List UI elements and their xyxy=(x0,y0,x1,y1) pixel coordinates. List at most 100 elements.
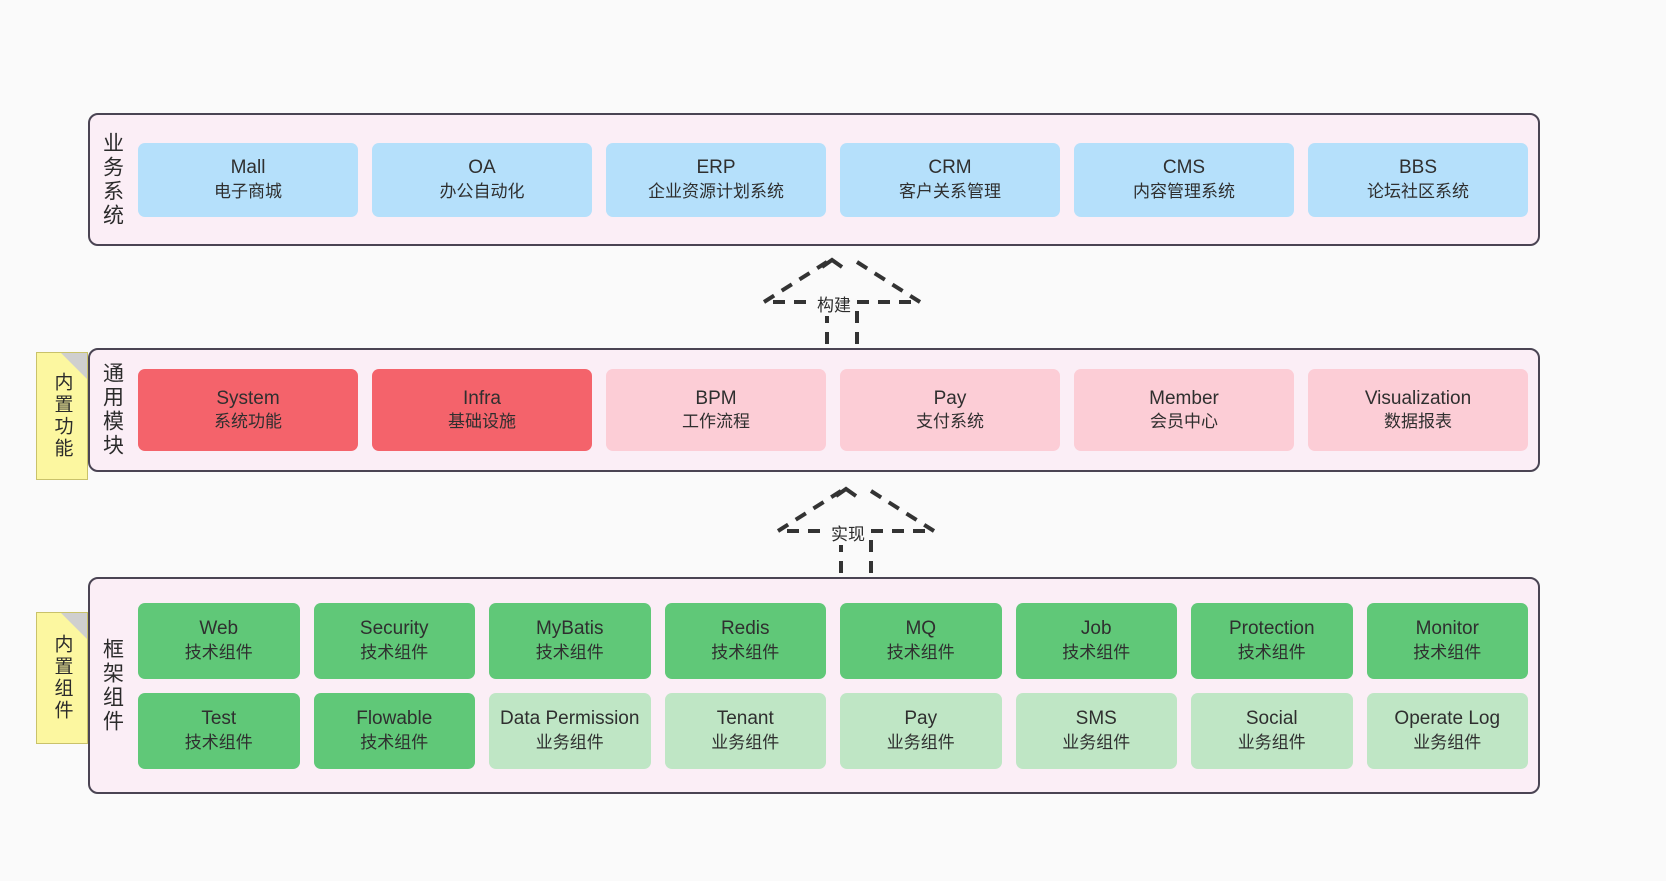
card-title: System xyxy=(216,387,280,409)
card-subtitle: 办公自动化 xyxy=(439,181,525,201)
card-subtitle: 业务组件 xyxy=(1237,732,1306,752)
card-subtitle: 基础设施 xyxy=(448,412,516,432)
section-framework-component: 框架组件 Web 技术组件 Security 技术组件 MyBatis 技术组件… xyxy=(88,577,1540,794)
card-subtitle: 业务组件 xyxy=(1413,732,1482,752)
section-business-system: 业务系统 Mall 电子商城 OA 办公自动化 ERP 企业资源计划系统 CRM… xyxy=(88,113,1540,246)
card-row: Mall 电子商城 OA 办公自动化 ERP 企业资源计划系统 CRM 客户关系… xyxy=(138,142,1528,217)
arrow-label-implement: 实现 xyxy=(828,520,868,545)
card-monitor[interactable]: Monitor 技术组件 xyxy=(1366,602,1528,679)
card-subtitle: 企业资源计划系统 xyxy=(648,181,784,201)
card-security[interactable]: Security 技术组件 xyxy=(313,602,475,679)
card-erp[interactable]: ERP 企业资源计划系统 xyxy=(606,142,826,217)
card-title: BBS xyxy=(1398,157,1438,179)
card-pay[interactable]: Pay 支付系统 xyxy=(840,369,1060,451)
card-title: ERP xyxy=(696,157,736,179)
card-title: Monitor xyxy=(1415,618,1479,640)
card-subtitle: 业务组件 xyxy=(1062,732,1131,752)
card-title: SMS xyxy=(1075,708,1117,730)
card-title: CMS xyxy=(1162,157,1206,179)
card-title: Member xyxy=(1149,387,1219,409)
card-system[interactable]: System 系统功能 xyxy=(138,369,358,451)
card-title: Tenant xyxy=(716,708,774,730)
card-title: Operate Log xyxy=(1394,708,1501,730)
card-mq[interactable]: MQ 技术组件 xyxy=(840,602,1002,679)
section-title-common-module: 通用模块 xyxy=(100,362,124,458)
card-job[interactable]: Job 技术组件 xyxy=(1015,602,1177,679)
card-redis[interactable]: Redis 技术组件 xyxy=(664,602,826,679)
card-subtitle: 技术组件 xyxy=(535,642,604,662)
note-builtin-function: 内置功能 xyxy=(36,352,88,480)
card-operate-log[interactable]: Operate Log 业务组件 xyxy=(1366,692,1528,769)
card-title: Flowable xyxy=(356,708,433,730)
card-subtitle: 技术组件 xyxy=(1237,642,1306,662)
card-infra[interactable]: Infra 基础设施 xyxy=(372,369,592,451)
card-title: Visualization xyxy=(1364,387,1472,409)
card-social[interactable]: Social 业务组件 xyxy=(1191,692,1353,769)
card-subtitle: 会员中心 xyxy=(1150,412,1218,432)
card-test[interactable]: Test 技术组件 xyxy=(138,692,300,769)
card-title: Social xyxy=(1245,708,1298,730)
section-body-common-module: System 系统功能 Infra 基础设施 BPM 工作流程 Pay 支付系统… xyxy=(134,350,1538,470)
card-row: Web 技术组件 Security 技术组件 MyBatis 技术组件 Redi… xyxy=(138,602,1528,679)
card-subtitle: 技术组件 xyxy=(886,642,955,662)
card-row: Test 技术组件 Flowable 技术组件 Data Permission … xyxy=(138,692,1528,769)
card-web[interactable]: Web 技术组件 xyxy=(138,602,300,679)
card-subtitle: 业务组件 xyxy=(711,732,780,752)
card-title: Job xyxy=(1080,618,1112,640)
card-cms[interactable]: CMS 内容管理系统 xyxy=(1074,142,1294,217)
card-crm[interactable]: CRM 客户关系管理 xyxy=(840,142,1060,217)
card-title: Test xyxy=(201,708,237,730)
card-flowable[interactable]: Flowable 技术组件 xyxy=(313,692,475,769)
note-text: 内置功能 xyxy=(51,372,73,460)
arrow-label-build: 构建 xyxy=(814,291,854,316)
card-subtitle: 技术组件 xyxy=(711,642,780,662)
note-text: 内置组件 xyxy=(51,634,73,722)
card-sms[interactable]: SMS 业务组件 xyxy=(1015,692,1177,769)
card-title: Protection xyxy=(1228,618,1315,640)
card-title: MyBatis xyxy=(535,618,604,640)
card-title: Infra xyxy=(462,387,502,409)
section-body-framework-component: Web 技术组件 Security 技术组件 MyBatis 技术组件 Redi… xyxy=(134,579,1538,792)
card-subtitle: 数据报表 xyxy=(1384,412,1452,432)
card-title: Redis xyxy=(720,618,770,640)
card-oa[interactable]: OA 办公自动化 xyxy=(372,142,592,217)
card-protection[interactable]: Protection 技术组件 xyxy=(1191,602,1353,679)
card-subtitle: 技术组件 xyxy=(360,642,429,662)
card-title: BPM xyxy=(695,387,737,409)
card-subtitle: 技术组件 xyxy=(1062,642,1131,662)
section-title-business-system: 业务系统 xyxy=(100,131,124,228)
card-title: Data Permission xyxy=(500,708,640,730)
card-subtitle: 技术组件 xyxy=(360,732,429,752)
card-title: Web xyxy=(199,618,239,640)
card-subtitle: 内容管理系统 xyxy=(1133,181,1235,201)
card-subtitle: 客户关系管理 xyxy=(899,181,1001,201)
card-subtitle: 技术组件 xyxy=(184,642,253,662)
card-tenant[interactable]: Tenant 业务组件 xyxy=(664,692,826,769)
card-subtitle: 技术组件 xyxy=(1413,642,1482,662)
card-bpm[interactable]: BPM 工作流程 xyxy=(606,369,826,451)
card-subtitle: 论坛社区系统 xyxy=(1367,181,1469,201)
section-title-framework-component: 框架组件 xyxy=(100,637,124,734)
generalization-arrow-build: 构建 xyxy=(752,257,922,344)
section-common-module: 通用模块 System 系统功能 Infra 基础设施 BPM 工作流程 Pay… xyxy=(88,348,1540,472)
card-bbs[interactable]: BBS 论坛社区系统 xyxy=(1308,142,1528,217)
card-mall[interactable]: Mall 电子商城 xyxy=(138,142,358,217)
note-builtin-component: 内置组件 xyxy=(36,612,88,744)
card-subtitle: 支付系统 xyxy=(916,412,984,432)
card-member[interactable]: Member 会员中心 xyxy=(1074,369,1294,451)
card-subtitle: 工作流程 xyxy=(682,412,750,432)
card-title: Mall xyxy=(230,157,266,179)
card-title: Pay xyxy=(904,708,938,730)
card-visualization[interactable]: Visualization 数据报表 xyxy=(1308,369,1528,451)
card-title: CRM xyxy=(928,157,972,179)
card-subtitle: 技术组件 xyxy=(184,732,253,752)
card-data-permission[interactable]: Data Permission 业务组件 xyxy=(489,692,651,769)
card-row: System 系统功能 Infra 基础设施 BPM 工作流程 Pay 支付系统… xyxy=(138,369,1528,451)
card-title: MQ xyxy=(905,618,937,640)
card-subtitle: 系统功能 xyxy=(214,412,282,432)
card-mybatis[interactable]: MyBatis 技术组件 xyxy=(489,602,651,679)
card-title: OA xyxy=(468,157,496,179)
card-subtitle: 业务组件 xyxy=(535,732,604,752)
card-pay-business[interactable]: Pay 业务组件 xyxy=(840,692,1002,769)
